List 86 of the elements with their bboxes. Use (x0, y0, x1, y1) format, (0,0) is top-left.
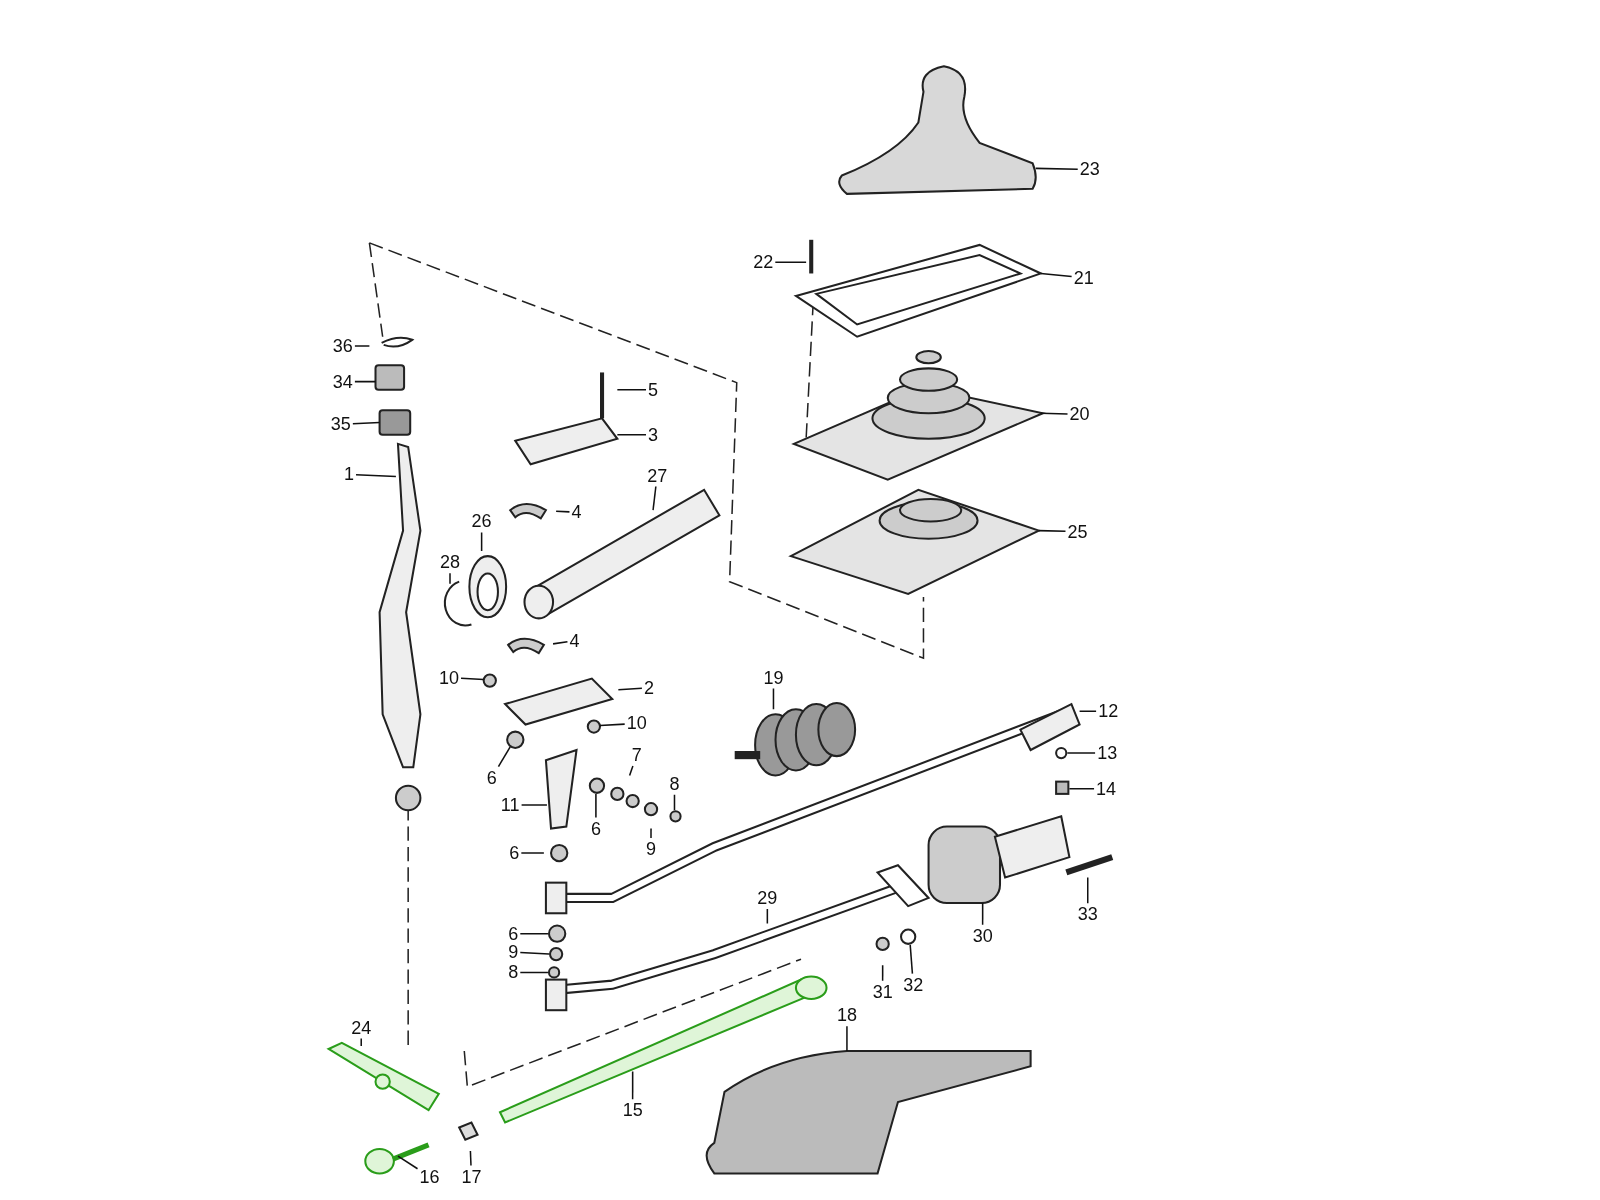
callout-number: 30 (972, 925, 993, 946)
callout-number: 33 (1077, 904, 1098, 925)
callout-number: 35 (330, 414, 351, 435)
callout-number: 6 (509, 843, 520, 864)
callout-number: 34 (332, 371, 353, 392)
callout-number: 15 (622, 1100, 643, 1121)
callout-number: 24 (351, 1017, 372, 1038)
callout-number: 4 (571, 502, 582, 523)
leader-line (652, 485, 657, 511)
callout-number: 13 (1097, 743, 1118, 764)
leader-line (617, 687, 643, 691)
callout-number: 12 (1098, 701, 1119, 722)
callout-number: 21 (1073, 267, 1094, 288)
callout-number: 23 (1079, 159, 1100, 180)
callout-number: 1 (343, 464, 354, 485)
leader-line (772, 687, 775, 710)
leader-line (555, 510, 571, 513)
callout-number: 10 (626, 713, 647, 734)
leader-line (352, 421, 381, 425)
leader-line (599, 723, 626, 727)
callout-number: 9 (646, 838, 656, 859)
leader-line (766, 908, 769, 925)
leader-line (360, 1037, 362, 1047)
callout-number: 14 (1096, 778, 1117, 799)
leader-line (881, 964, 884, 982)
callout-number: 2 (643, 677, 654, 698)
callout-number: 16 (419, 1166, 440, 1187)
leader-line (631, 1070, 634, 1100)
callout-number: 6 (486, 767, 497, 788)
callout-number: 25 (1067, 521, 1088, 542)
callout-number: 18 (836, 1005, 857, 1026)
leader-line (1038, 529, 1067, 533)
callout-number: 20 (1069, 404, 1090, 425)
callout-number: 32 (903, 974, 924, 995)
callout-number: 7 (631, 745, 642, 766)
callout-number: 11 (500, 795, 520, 816)
leader-line (909, 944, 914, 975)
leader-line (1078, 710, 1097, 712)
callout-number: 6 (508, 923, 519, 944)
leader-line (1087, 876, 1089, 905)
leader-line (1040, 272, 1073, 278)
callout-number: 17 (461, 1166, 482, 1187)
leader-line (449, 572, 451, 585)
leader-line (460, 677, 485, 681)
leader-line (519, 932, 549, 935)
leader-line (650, 827, 652, 839)
callout-number: 26 (471, 511, 492, 532)
leader-line (552, 641, 569, 645)
leader-line (520, 852, 545, 854)
callout-number: 5 (648, 379, 659, 400)
callout-number: 22 (753, 252, 774, 273)
callout-number: 8 (508, 962, 519, 983)
callout-number: 8 (669, 773, 680, 794)
leader-line (616, 389, 647, 391)
leader-line (1066, 752, 1096, 754)
leader-line (628, 765, 634, 777)
leader-line (595, 793, 597, 819)
leader-line (480, 531, 483, 552)
leader-line (1040, 412, 1069, 415)
callout-number: 4 (569, 630, 580, 651)
callout-number: 19 (763, 667, 784, 688)
leader-line (497, 746, 511, 768)
leader-line (1034, 167, 1079, 170)
leader-line (469, 1150, 472, 1167)
callout-number: 27 (647, 465, 668, 486)
callout-number: 6 (590, 818, 601, 839)
leader-line (673, 793, 676, 811)
leader-line (519, 951, 550, 955)
leader-line (519, 971, 549, 974)
leader-line (355, 474, 397, 478)
callout-number: 36 (332, 335, 353, 356)
callout-number: 28 (440, 552, 460, 573)
leader-line (520, 804, 548, 806)
leader-line (354, 380, 377, 383)
callout-number: 3 (648, 424, 659, 445)
leader-line (397, 1155, 419, 1170)
callout-number: 29 (757, 887, 778, 908)
callout-number: 9 (508, 942, 519, 963)
callout-number: 31 (872, 981, 893, 1002)
leader-line (774, 261, 807, 263)
leader-line (1068, 788, 1095, 790)
leader-line (981, 902, 984, 926)
leader-line (846, 1025, 848, 1052)
leader-line (354, 345, 371, 347)
leader-line (616, 433, 647, 436)
callout-number: 10 (438, 667, 459, 688)
